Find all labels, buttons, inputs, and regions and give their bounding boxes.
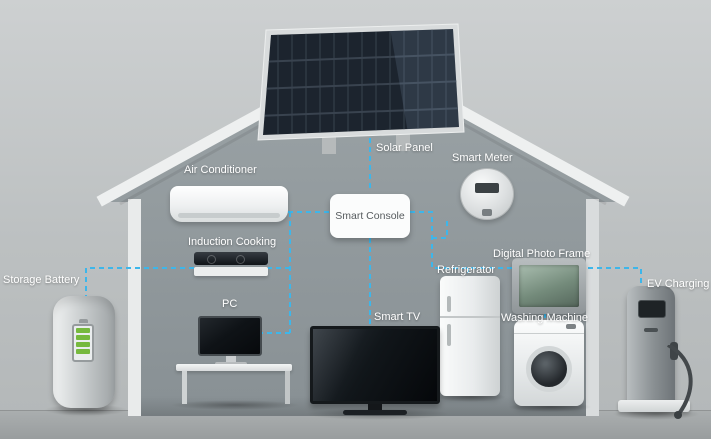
house-floor-shade [140,396,586,416]
storage-battery-device [53,296,115,408]
smart-meter-device [460,168,514,220]
smart-tv-device [310,326,440,404]
battery-charge-icon [72,324,94,362]
induction-cooktop [194,252,268,265]
washing-machine-device [514,320,584,406]
battery-icon-terminal [79,319,88,323]
washer-control-panel [514,320,584,334]
desk-shadow [170,400,300,410]
desk-leg [285,371,290,404]
induction-cooking-device [194,252,268,280]
induction-burner [207,255,216,264]
washer-door [526,346,572,392]
induction-base [194,267,268,276]
ev-cable-connector [674,411,682,419]
photo-frame-screen [519,265,579,307]
desk [176,364,292,371]
induction-burner [236,255,245,264]
induction-cooking-label: Induction Cooking [188,236,277,248]
digital-photo-frame-label: Digital Photo Frame [493,248,591,260]
smart-meter-display [475,183,499,193]
ev-charging-label: EV Charging [647,278,710,290]
digital-photo-frame-device [512,258,586,314]
pc-monitor-stand [226,356,236,363]
refrigerator-door-divider [440,316,500,318]
ev-charging-station [627,286,678,408]
washer-shadow [508,402,592,412]
smart-console-device: Smart Console [330,194,410,238]
smart-meter-tab [482,209,492,216]
refrigerator-label: Refrigerator [437,264,496,276]
line-battery-branch [85,267,194,298]
tv-stand-neck [368,404,382,411]
battery-charge-bar [76,328,90,333]
battery-charge-bar [76,349,90,354]
refrigerator-handle [447,324,451,346]
smart-tv-label: Smart TV [374,311,421,323]
solar-panel-mount [322,133,410,154]
refrigerator-handle [447,296,451,312]
smart-meter-label: Smart Meter [452,152,513,164]
battery-charge-bar [76,335,90,340]
ev-station-screen [638,300,666,318]
house-left-wall-edge [128,199,141,416]
storage-battery-label: Storage Battery [3,274,80,286]
ev-station-base [618,400,690,412]
pc-label: PC [222,298,238,310]
fridge-shadow [436,392,506,402]
desk-leg [182,371,187,404]
washing-machine-label: Washing Machine [501,312,589,324]
solar-panel-label: Solar Panel [376,142,433,154]
tv-stand-base [343,410,407,415]
air-conditioner-vent [178,213,280,218]
solar-panel-grid [263,29,459,135]
connection-lines [85,138,642,334]
air-conditioner-label: Air Conditioner [184,164,257,176]
pc-monitor [198,316,262,356]
refrigerator-device [440,276,500,396]
washer-knob [566,324,576,329]
air-conditioner-device [170,186,288,222]
ev-cable [666,345,693,419]
house-right-wall-edge [586,199,599,416]
line-meter-branch [432,220,448,239]
ev-station-slot [644,328,658,332]
battery-charge-bar [76,342,90,347]
